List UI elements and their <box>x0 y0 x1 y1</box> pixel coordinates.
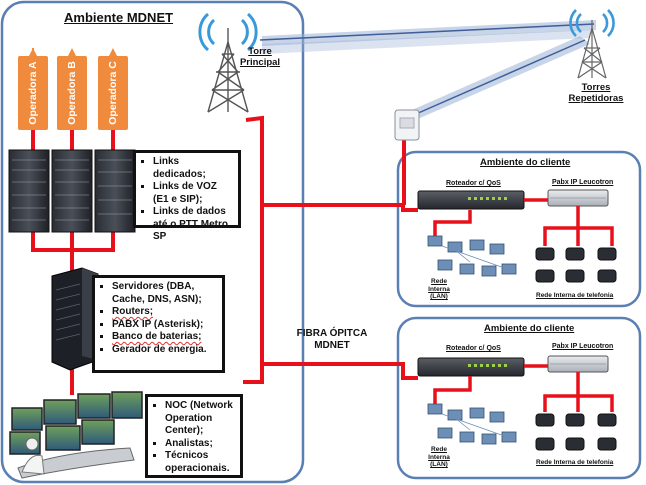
operator-a-label: Operadora A <box>27 61 39 125</box>
operator-a <box>18 48 48 130</box>
router-label-top: Roteador c/ QoS <box>446 180 501 187</box>
links-callout-item: Links de VOZ (E1 e SIP); <box>153 181 234 206</box>
lan-label-top: Rede Interna (LAN) <box>428 278 450 300</box>
client-title-top: Ambiente do cliente <box>480 157 571 168</box>
operator-b <box>57 48 87 130</box>
phones-top <box>535 247 617 283</box>
radio-link-main-to-repeater <box>259 20 596 46</box>
client-antenna-icon <box>394 109 420 141</box>
pabx-label-bottom: Pabx IP Leucotron <box>552 343 614 350</box>
main-tower-wifi-icon <box>198 12 258 52</box>
phone-net-label-bottom: Rede Interna de telefonia <box>536 459 614 466</box>
servers-callout: Servidores (DBA, Cache, DNS, ASN); Route… <box>92 275 225 373</box>
links-callout: Links dedicados; Links de VOZ (E1 e SIP)… <box>133 150 241 242</box>
lan-computers-bottom <box>427 403 517 445</box>
lan-label-bottom: Rede Interna (LAN) <box>428 446 450 468</box>
pabx-label-top: Pabx IP Leucotron <box>552 179 614 186</box>
noc-callout-item: NOC (Network Operation Center); <box>165 400 236 438</box>
fiber-label: FIBRA ÓPITCA MDNET <box>296 328 368 351</box>
client-title-bottom: Ambiente do cliente <box>484 323 575 334</box>
phones-bottom <box>535 413 617 451</box>
noc-callout: NOC (Network Operation Center); Analista… <box>145 394 243 478</box>
tower-main-label: Torre Principal <box>239 46 281 68</box>
mdnet-environment-frame <box>0 0 305 484</box>
links-callout-item: Links de dados até o PTT Metro SP <box>153 206 234 244</box>
repeater-tower-wifi-icon <box>569 9 615 37</box>
client-environment-frame-top <box>396 150 642 308</box>
operator-c <box>98 48 128 130</box>
operator-b-label: Operadora B <box>66 61 78 125</box>
lan-computers-top <box>427 235 517 277</box>
tower-repeaters-label: Torres Repetidoras <box>568 82 624 104</box>
links-callout-item: Links dedicados; <box>153 156 234 181</box>
noc-callout-item: Analistas; <box>165 438 236 451</box>
servers-callout-item: Routers; <box>112 306 218 319</box>
main-tower <box>207 28 249 113</box>
servers-callout-item: Banco de baterias; <box>112 331 218 344</box>
phone-net-label-top: Rede Interna de telefonia <box>536 292 614 299</box>
client-env-top-devices <box>417 189 617 283</box>
server-racks <box>8 149 136 233</box>
operator-towers <box>18 48 128 130</box>
servers-callout-item: Servidores (DBA, Cache, DNS, ASN); <box>112 281 218 306</box>
noc-workstation <box>9 391 143 479</box>
repeater-tower <box>577 20 607 79</box>
noc-callout-item: Técnicos operacionais. <box>165 450 236 475</box>
operator-c-label: Operadora C <box>107 61 119 125</box>
client-env-bottom-devices <box>417 355 617 451</box>
client-environment-frame-bottom <box>396 316 642 480</box>
servers-callout-item: PABX IP (Asterisk); <box>112 319 218 332</box>
servers-callout-item: Gerador de energia. <box>112 344 218 357</box>
operator-person-icon <box>25 437 39 451</box>
router-label-bottom: Roteador c/ QoS <box>446 345 501 352</box>
radio-link-repeater-to-client <box>412 36 590 118</box>
mdnet-title: Ambiente MDNET <box>64 10 174 25</box>
radio-link-main-to-repeater-2 <box>262 30 590 54</box>
